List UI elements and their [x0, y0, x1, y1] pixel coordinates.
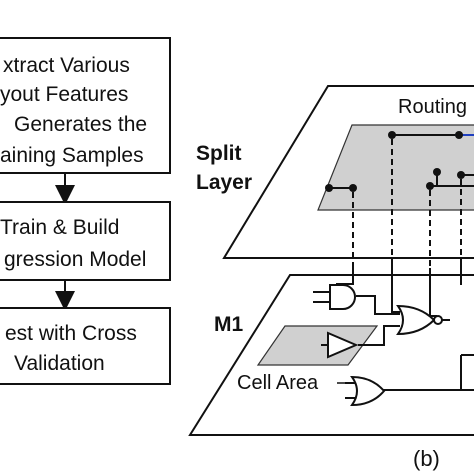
m1-wire-g — [356, 295, 400, 315]
flow-box-train-model — [0, 201, 171, 281]
routing-area — [317, 124, 474, 211]
flow-box-test-line-1: est with Cross — [5, 322, 137, 345]
and-gate-top — [329, 284, 356, 310]
split-layer-label-2: Layer — [196, 171, 252, 194]
buffer-gate — [327, 331, 359, 359]
flow-box-test-validation — [0, 307, 171, 385]
split-layer-label-1: Split — [196, 142, 242, 165]
m1-wires — [313, 262, 474, 399]
via-top-left — [388, 131, 396, 139]
flow-box-extract-line-1: xtract Various — [3, 54, 130, 77]
flow-box-extract-features — [0, 37, 171, 174]
m1-label: M1 — [214, 313, 243, 336]
routing-label: Routing — [398, 96, 467, 118]
flow-box-extract-line-4: aining Samples — [0, 144, 144, 167]
flow-box-extract-line-3: Generates the — [14, 113, 147, 136]
split-layer-plane: Routing — [222, 85, 474, 259]
or-gate-bottom-icon — [350, 375, 386, 407]
flowchart: xtract Various yout Features Generates t… — [0, 37, 171, 385]
via-right — [457, 171, 465, 179]
via-top-right — [455, 131, 463, 139]
or-gate-bottom — [350, 375, 386, 407]
flow-box-train-line-1: Train & Build — [0, 216, 119, 239]
cell-area-label: Cell Area — [237, 372, 319, 394]
or-gate-mid — [396, 304, 443, 336]
panel-label: (b) — [413, 446, 440, 471]
or-gate-icon — [396, 304, 436, 336]
flow-box-test-line-2: Validation — [14, 352, 105, 375]
m1-wire-h — [358, 325, 400, 346]
via-mid-1 — [433, 168, 441, 176]
via-mid-2 — [426, 182, 434, 190]
cell-area — [256, 325, 379, 366]
or-gate-bubble — [433, 315, 443, 325]
flow-box-train-line-2: gression Model — [4, 248, 146, 271]
via-connections — [352, 139, 462, 268]
flow-box-extract-line-2: yout Features — [0, 83, 128, 106]
via-left-1 — [325, 184, 333, 192]
via-left-2 — [349, 184, 357, 192]
buffer-triangle-icon — [327, 331, 359, 359]
and-gate-icon — [329, 284, 356, 310]
m1-wire-b — [391, 262, 400, 313]
